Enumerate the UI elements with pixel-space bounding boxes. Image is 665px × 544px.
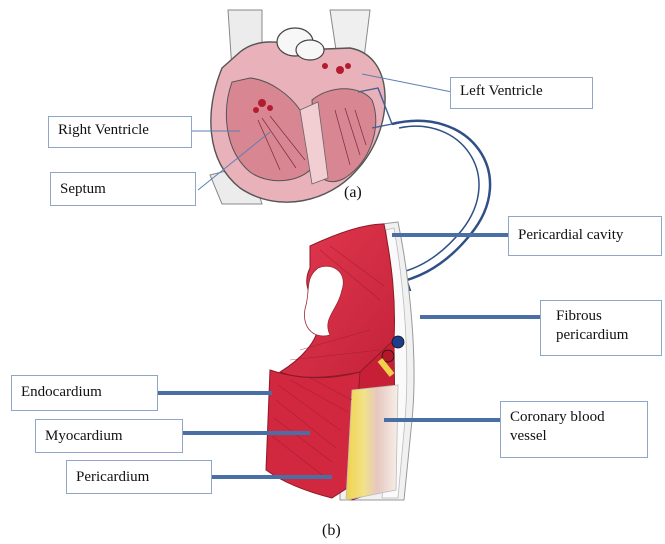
zoom-arrow bbox=[392, 121, 490, 283]
septum-label: Septum bbox=[50, 172, 196, 206]
heart-cross-section bbox=[210, 10, 385, 204]
myocardium-label: Myocardium bbox=[35, 419, 183, 453]
fibrous-line-1: Fibrous bbox=[550, 307, 652, 326]
endocardium-label: Endocardium bbox=[11, 375, 158, 411]
pericardial-cavity-label: Pericardial cavity bbox=[508, 216, 662, 256]
caption-a: (a) bbox=[344, 184, 362, 202]
coronary-line-1: Coronary blood bbox=[510, 408, 638, 427]
pericardium-label: Pericardium bbox=[66, 460, 212, 494]
heart-wall-block bbox=[266, 222, 414, 500]
fibrous-line-2: pericardium bbox=[550, 326, 652, 345]
vein-icon bbox=[392, 336, 404, 348]
left-ventricle-label: Left Ventricle bbox=[450, 77, 593, 109]
coronary-line-2: vessel bbox=[510, 427, 638, 446]
fibrous-pericardium-label: Fibrous pericardium bbox=[540, 300, 662, 356]
coronary-blood-vessel-label: Coronary blood vessel bbox=[500, 401, 648, 458]
caption-b: (b) bbox=[322, 522, 341, 540]
right-ventricle-label: Right Ventricle bbox=[48, 116, 192, 148]
